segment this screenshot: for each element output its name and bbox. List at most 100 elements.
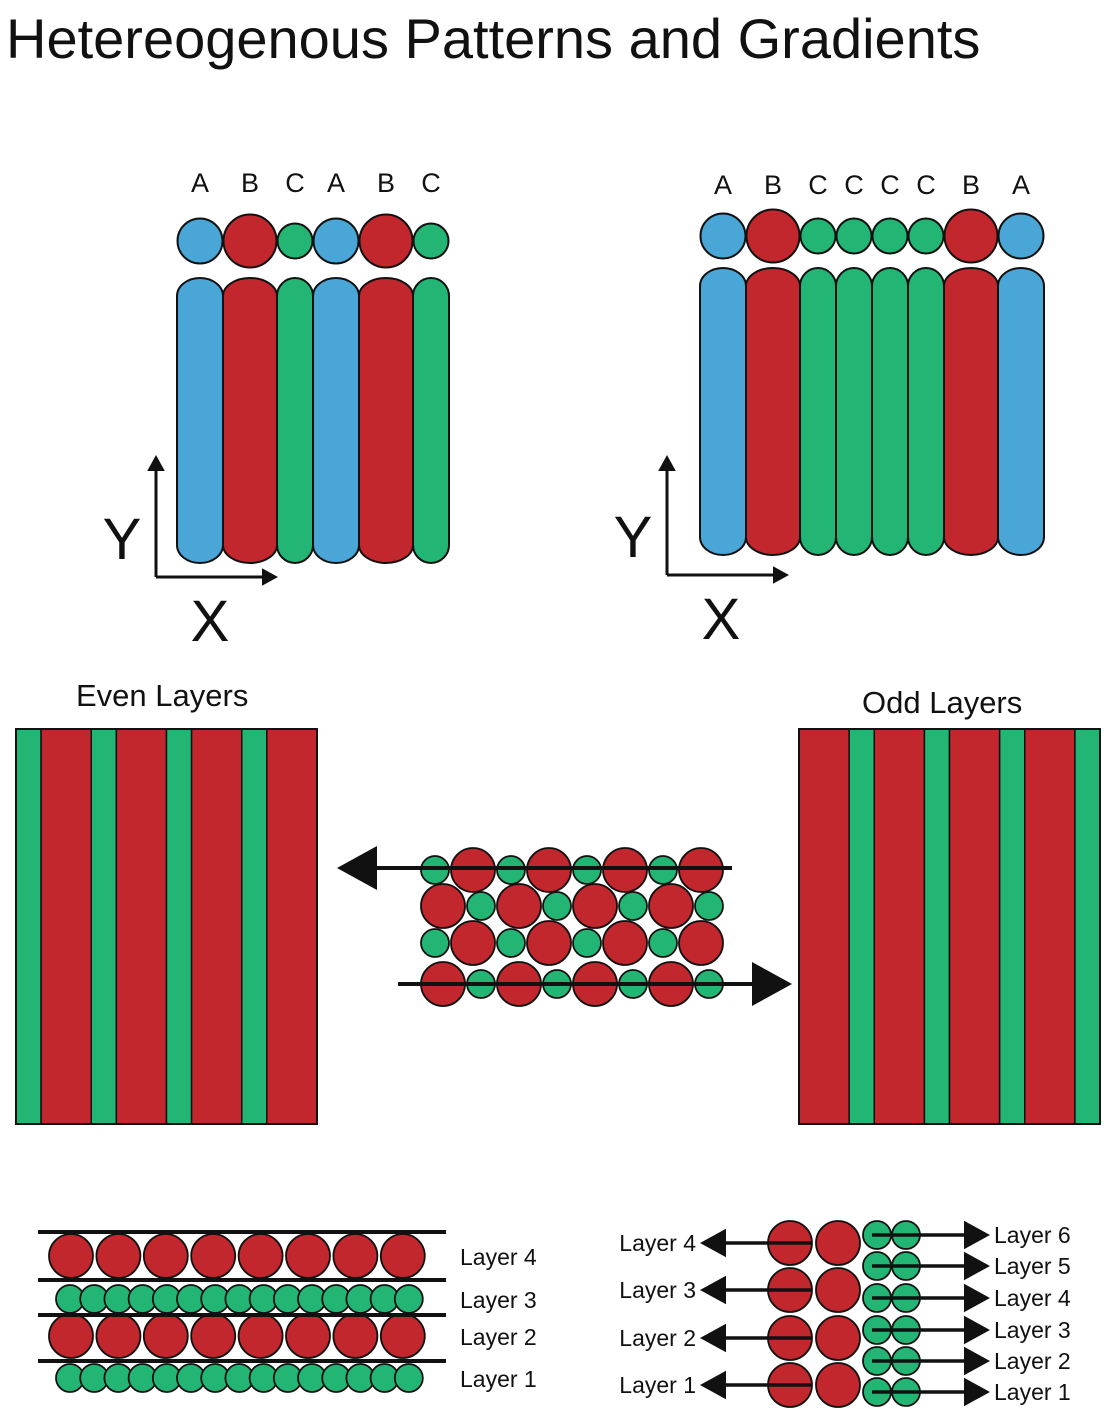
stripe bbox=[1024, 728, 1076, 1125]
left-layer-arrow bbox=[700, 1228, 812, 1258]
stack-circle bbox=[526, 920, 572, 966]
stack-circle bbox=[466, 891, 496, 921]
stripe bbox=[241, 728, 268, 1125]
x-axis-label: X bbox=[191, 589, 230, 654]
stripe bbox=[998, 728, 1026, 1125]
layer-circle bbox=[237, 1233, 284, 1279]
y-axis-arrow bbox=[658, 455, 676, 575]
right-layer-label: Layer 4 bbox=[994, 1285, 1071, 1311]
stack-circle bbox=[648, 928, 678, 958]
right-layer-arrow bbox=[872, 1377, 990, 1407]
odd-layers-title: Odd Layers bbox=[862, 685, 1022, 720]
stripe bbox=[873, 728, 926, 1125]
sequence-letter: B bbox=[241, 168, 259, 198]
layer-circle bbox=[379, 1313, 426, 1359]
layer-label: Layer 4 bbox=[460, 1244, 537, 1270]
layer-label: Layer 1 bbox=[460, 1366, 537, 1392]
y-axis-arrow bbox=[147, 455, 165, 577]
cylinder-column bbox=[799, 267, 837, 556]
x-axis-arrow bbox=[156, 568, 278, 586]
sequence-letter: A bbox=[1012, 170, 1030, 200]
x-axis-label: X bbox=[702, 587, 741, 652]
bottom-left-layer-stack: Layer 4 Layer 3 Layer 2 Layer 1 bbox=[38, 1230, 537, 1393]
layer-circle bbox=[285, 1313, 331, 1359]
cross-section-circle bbox=[997, 212, 1045, 260]
stack-circle bbox=[420, 928, 450, 958]
right-layer-label: Layer 1 bbox=[994, 1379, 1071, 1405]
cylinder-column bbox=[176, 277, 224, 564]
left-layer-arrow bbox=[700, 1275, 812, 1305]
left-layer-label: Layer 3 bbox=[619, 1277, 696, 1303]
cross-section-circle bbox=[358, 213, 414, 269]
even-layers-title: Even Layers bbox=[76, 678, 248, 713]
stack-circle bbox=[572, 883, 618, 929]
cylinder-column bbox=[412, 277, 450, 564]
layer-circle bbox=[332, 1233, 379, 1279]
sequence-letter: A bbox=[191, 168, 209, 198]
right-layer-label: Layer 5 bbox=[994, 1253, 1071, 1279]
sequence-letter: B bbox=[764, 170, 782, 200]
sequence-letter: C bbox=[916, 170, 936, 200]
right-layer-arrow bbox=[872, 1251, 990, 1281]
sequence-letter: C bbox=[421, 168, 441, 198]
cylinder-column bbox=[835, 267, 873, 556]
cylinder-column bbox=[276, 277, 314, 564]
stack-circle bbox=[542, 891, 572, 921]
sequence-letter: B bbox=[377, 168, 395, 198]
right-layer-arrow bbox=[872, 1220, 990, 1250]
layer-circle bbox=[190, 1233, 237, 1279]
layer-circle bbox=[142, 1313, 189, 1359]
panel-border bbox=[798, 728, 1101, 1125]
cross-section-circle bbox=[312, 217, 360, 265]
cylinder-column bbox=[943, 267, 999, 556]
stack-circle bbox=[572, 928, 602, 958]
left-layer-label: Layer 2 bbox=[619, 1325, 696, 1351]
cylinder-column bbox=[222, 277, 278, 564]
stack-circle bbox=[694, 891, 724, 921]
stripe bbox=[190, 728, 243, 1125]
stack-circle bbox=[450, 920, 496, 966]
left-layer-arrow bbox=[700, 1323, 812, 1353]
sequence-letter: A bbox=[714, 170, 732, 200]
layer-label: Layer 2 bbox=[460, 1324, 537, 1350]
right-layer-arrow bbox=[872, 1283, 990, 1313]
stripe bbox=[115, 728, 168, 1125]
right-layer-arrow bbox=[872, 1315, 990, 1345]
right-layer-arrow bbox=[872, 1346, 990, 1376]
cross-section-circle bbox=[907, 217, 945, 255]
sequence-letter: B bbox=[962, 170, 980, 200]
stripe bbox=[948, 728, 1001, 1125]
cylinder-column bbox=[312, 277, 360, 564]
stripe bbox=[798, 728, 850, 1125]
even-layers-panel bbox=[15, 728, 318, 1125]
layer-label: Layer 3 bbox=[460, 1287, 537, 1313]
layer-circle bbox=[393, 1363, 424, 1393]
left-layer-label: Layer 1 bbox=[619, 1372, 696, 1398]
cylinder-column bbox=[997, 267, 1045, 556]
layer-circle bbox=[393, 1284, 424, 1314]
right-layer-label: Layer 6 bbox=[994, 1222, 1071, 1248]
center-circle-stack bbox=[337, 846, 792, 1007]
cylinder-column bbox=[907, 267, 945, 556]
stripe bbox=[266, 728, 318, 1125]
cross-section-circle bbox=[799, 217, 837, 255]
layer-circle bbox=[95, 1313, 142, 1359]
sequence-letter: C bbox=[844, 170, 864, 200]
stripe bbox=[848, 728, 876, 1125]
layer-circle bbox=[190, 1313, 237, 1359]
y-axis-label: Y bbox=[103, 507, 142, 572]
right-layer-label: Layer 3 bbox=[994, 1317, 1071, 1343]
stripe bbox=[90, 728, 118, 1125]
cross-section-circle bbox=[176, 217, 224, 265]
bottom-right-layer-split: Layer 4 Layer 3 Layer 2 Layer 1 Layer 6 Layer… bbox=[619, 1220, 1071, 1408]
right-layer-label: Layer 2 bbox=[994, 1348, 1071, 1374]
cross-section-circle bbox=[222, 213, 278, 269]
layer-circle bbox=[48, 1313, 94, 1359]
cross-section-circle bbox=[276, 222, 314, 260]
stack-circle bbox=[496, 928, 526, 958]
stack-circle bbox=[618, 891, 648, 921]
stripe bbox=[40, 728, 92, 1125]
large-layer-circle bbox=[815, 1362, 861, 1408]
